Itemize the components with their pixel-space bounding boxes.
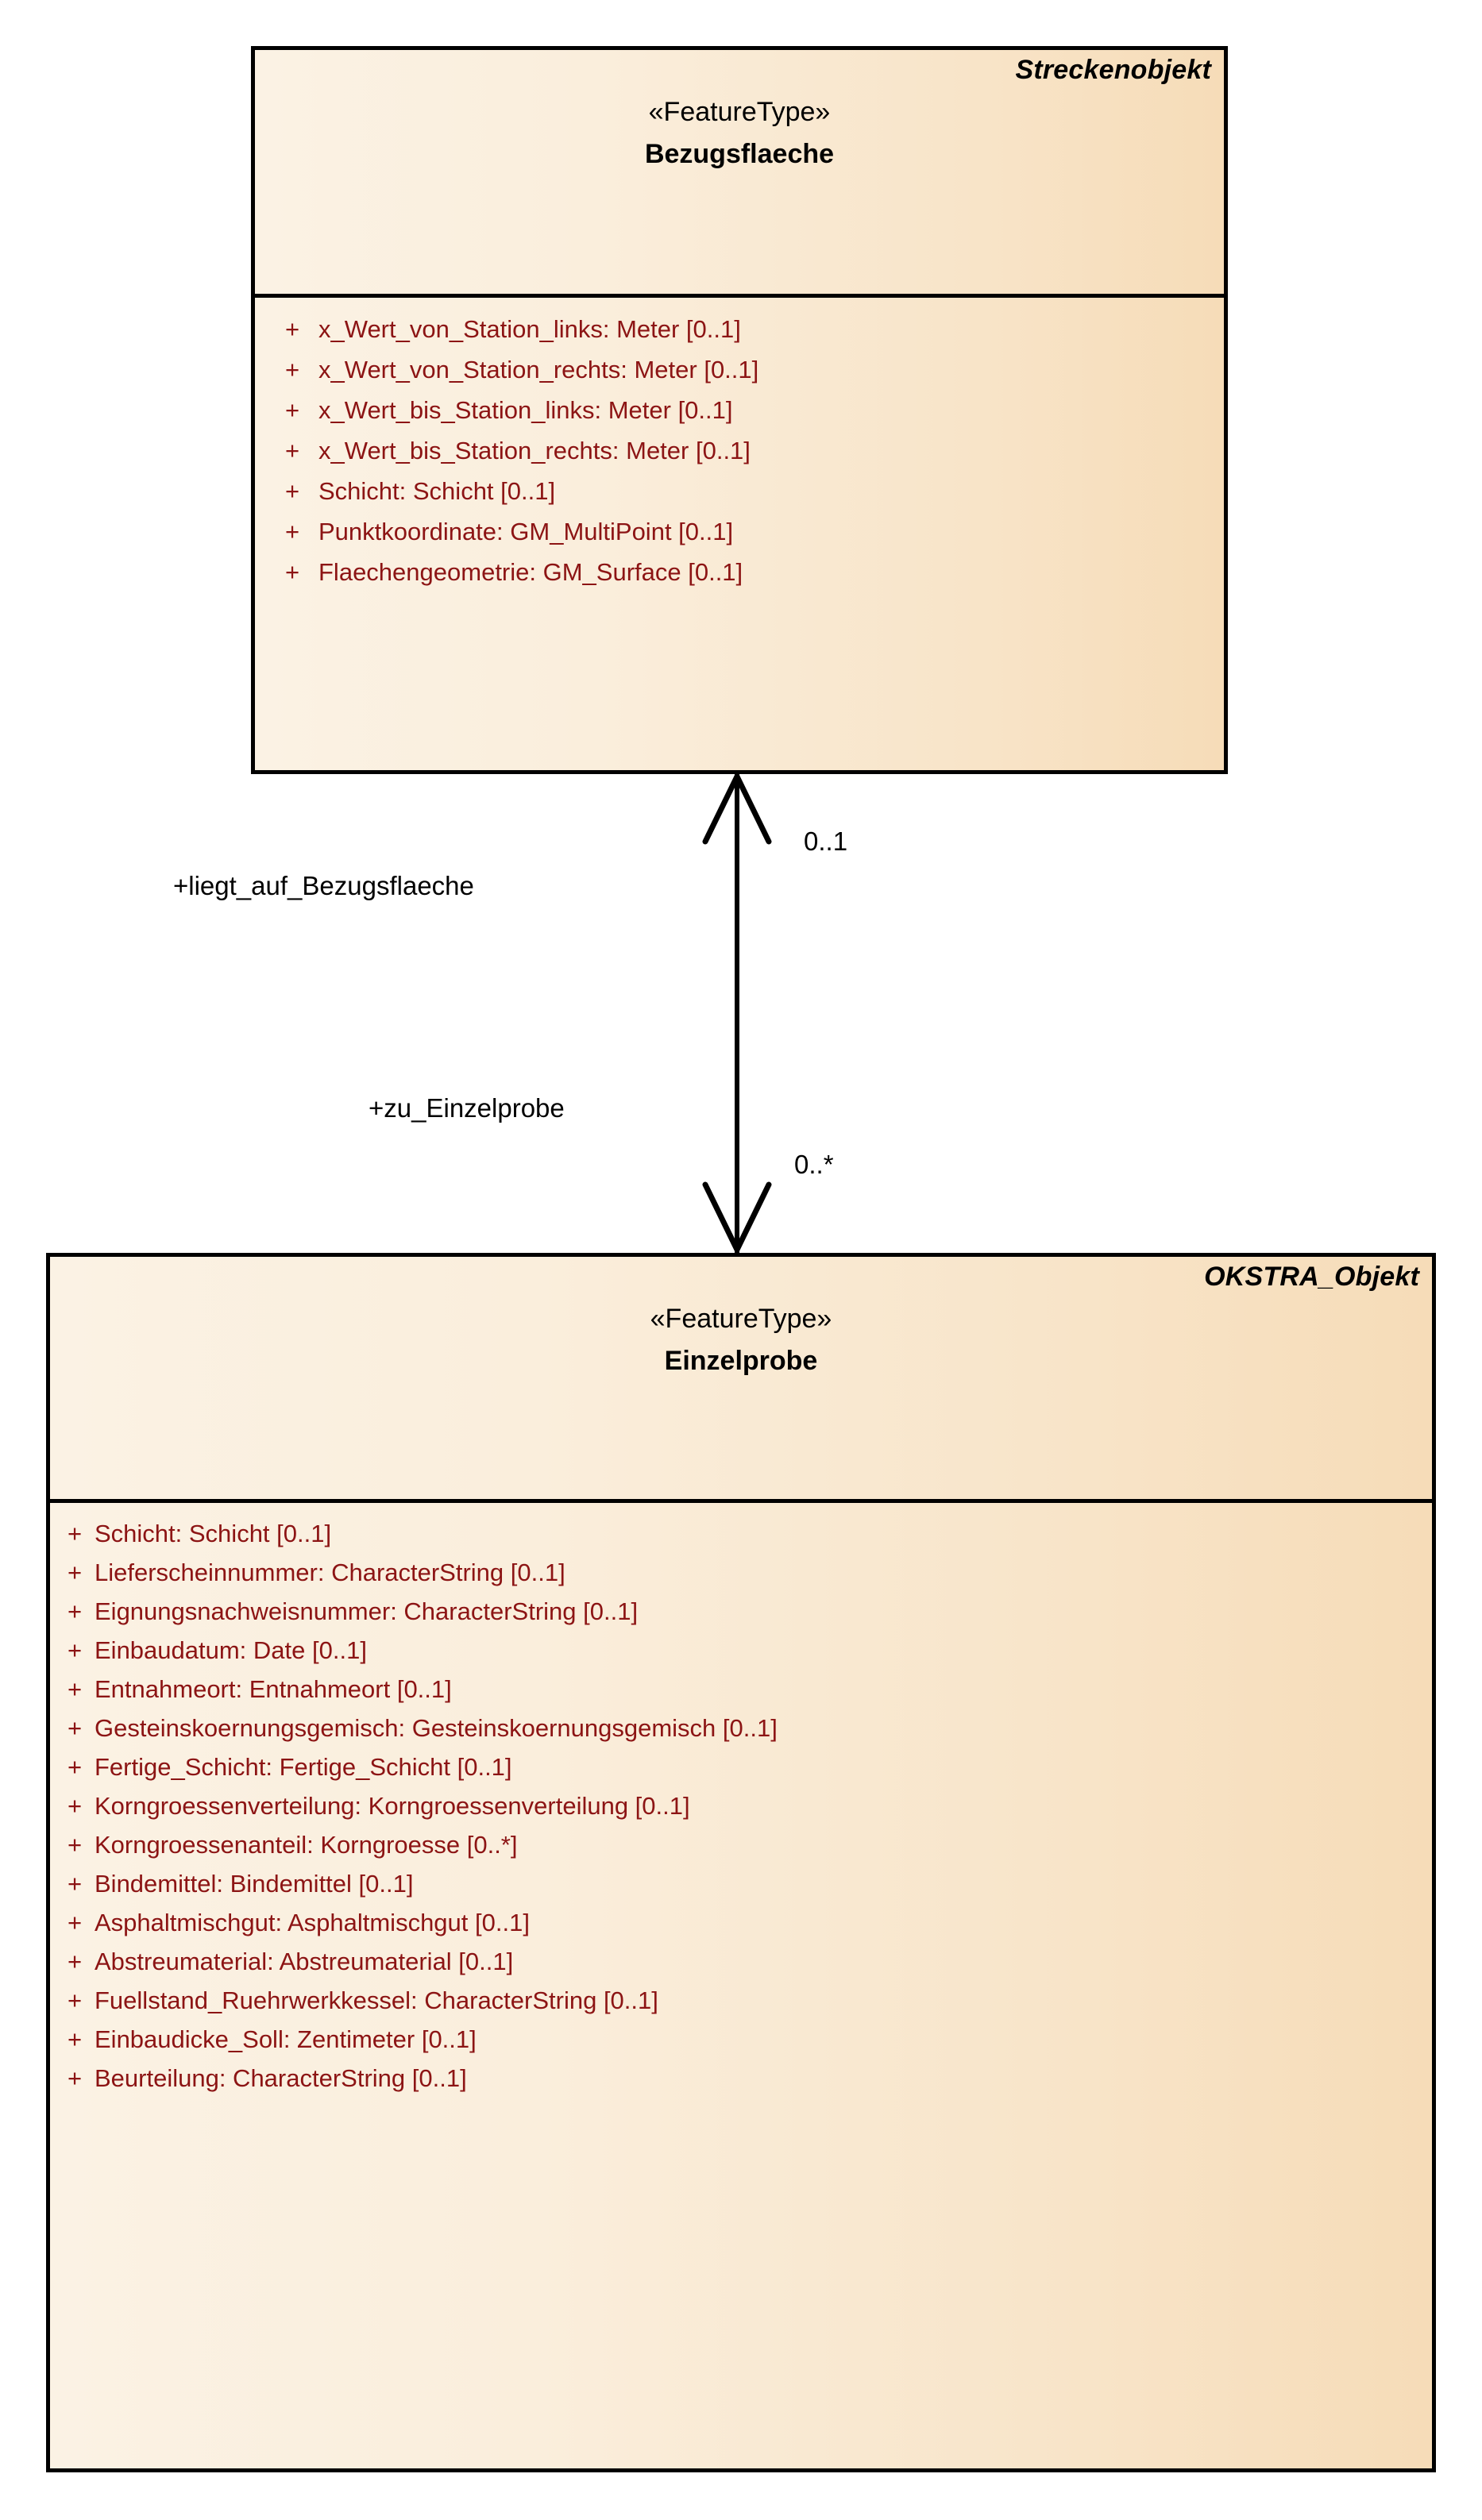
attribute-row: + Punktkoordinate: GM_MultiPoint [0..1]: [266, 511, 1224, 552]
attribute-visibility: +: [67, 2064, 83, 2092]
association-source-multiplicity-label: 0..1: [804, 827, 848, 856]
class-titleblock-bezugsflaeche: «FeatureType» Bezugsflaeche: [255, 50, 1224, 172]
attribute-signature: Einbaudatum: Date [0..1]: [95, 1636, 367, 1664]
class-box-einzelprobe[interactable]: OKSTRA_Objekt «FeatureType» Einzelprobe …: [46, 1253, 1445, 2481]
class-box-bezugsflaeche[interactable]: Streckenobjekt «FeatureType» Bezugsflaec…: [251, 46, 1237, 783]
attribute-row: + Bindemittel: Bindemittel [0..1]: [55, 1864, 1432, 1903]
attribute-row: + Gesteinskoernungsgemisch: Gesteinskoer…: [55, 1709, 1432, 1747]
class-name-bezugsflaeche: Bezugsflaeche: [644, 138, 835, 169]
class-stereotype-einzelprobe: «FeatureType»: [650, 1304, 832, 1334]
association-target-role-label: +zu_Einzelprobe: [369, 1093, 565, 1123]
attribute-signature: Fuellstand_Ruehrwerkkessel: CharacterStr…: [95, 1986, 658, 2014]
attribute-visibility: +: [67, 1909, 83, 1936]
attribute-visibility: +: [67, 1948, 83, 1975]
attribute-signature: x_Wert_von_Station_rechts: Meter [0..1]: [318, 356, 759, 383]
class-header-einzelprobe: OKSTRA_Objekt «FeatureType» Einzelprobe: [50, 1257, 1432, 1499]
attribute-signature: Abstreumaterial: Abstreumaterial [0..1]: [95, 1948, 514, 1975]
attribute-visibility: +: [67, 1559, 83, 1586]
attribute-visibility: +: [67, 1831, 83, 1859]
attribute-row: + Einbaudicke_Soll: Zentimeter [0..1]: [55, 2020, 1432, 2059]
class-stereotype-bezugsflaeche: «FeatureType»: [648, 97, 831, 127]
attribute-row: + x_Wert_von_Station_rechts: Meter [0..1…: [266, 349, 1224, 390]
attribute-visibility: +: [67, 1597, 83, 1625]
attribute-signature: Entnahmeort: Entnahmeort [0..1]: [95, 1675, 452, 1703]
attribute-signature: Bindemittel: Bindemittel [0..1]: [95, 1870, 414, 1898]
attribute-visibility: +: [67, 2025, 83, 2053]
attribute-row: + Einbaudatum: Date [0..1]: [55, 1631, 1432, 1670]
attribute-signature: Korngroessenverteilung: Korngroessenvert…: [95, 1792, 690, 1820]
association-source-role-label: +liegt_auf_Bezugsflaeche: [173, 871, 474, 900]
attribute-signature: Asphaltmischgut: Asphaltmischgut [0..1]: [95, 1909, 530, 1936]
attribute-visibility: +: [67, 1675, 83, 1703]
attribute-signature: Beurteilung: CharacterString [0..1]: [95, 2064, 467, 2092]
class-compartment-divider: [255, 294, 1224, 298]
attribute-row: + x_Wert_bis_Station_rechts: Meter [0..1…: [266, 430, 1224, 471]
attribute-row: + Korngroessenanteil: Korngroesse [0..*]: [55, 1825, 1432, 1864]
attribute-signature: Schicht: Schicht [0..1]: [318, 477, 556, 505]
attribute-row: + x_Wert_von_Station_links: Meter [0..1]: [266, 309, 1224, 349]
attribute-row: + Flaechengeometrie: GM_Surface [0..1]: [266, 552, 1224, 592]
class-compartment-divider: [50, 1499, 1432, 1503]
attribute-visibility: +: [284, 396, 300, 424]
attribute-signature: Schicht: Schicht [0..1]: [95, 1520, 332, 1547]
attribute-signature: Eignungsnachweisnummer: CharacterString …: [95, 1597, 639, 1625]
attribute-signature: Fertige_Schicht: Fertige_Schicht [0..1]: [95, 1753, 512, 1781]
attribute-row: + Asphaltmischgut: Asphaltmischgut [0..1…: [55, 1903, 1432, 1942]
attribute-signature: Einbaudicke_Soll: Zentimeter [0..1]: [95, 2025, 477, 2053]
attribute-visibility: +: [284, 477, 300, 505]
attribute-signature: Punktkoordinate: GM_MultiPoint [0..1]: [318, 518, 734, 545]
attribute-visibility: +: [284, 356, 300, 383]
attribute-row: + Schicht: Schicht [0..1]: [266, 471, 1224, 511]
attribute-signature: Gesteinskoernungsgemisch: Gesteinskoernu…: [95, 1714, 778, 1742]
attribute-visibility: +: [67, 1753, 83, 1781]
attribute-signature: Korngroessenanteil: Korngroesse [0..*]: [95, 1831, 518, 1859]
attribute-row: + Fertige_Schicht: Fertige_Schicht [0..1…: [55, 1747, 1432, 1786]
attribute-row: + Fuellstand_Ruehrwerkkessel: CharacterS…: [55, 1981, 1432, 2020]
attribute-row: + Korngroessenverteilung: Korngroessenve…: [55, 1786, 1432, 1825]
arrowhead-up-icon: [702, 770, 772, 845]
attribute-row: + Eignungsnachweisnummer: CharacterStrin…: [55, 1592, 1432, 1631]
attribute-signature: x_Wert_bis_Station_rechts: Meter [0..1]: [318, 437, 751, 464]
attribute-signature: x_Wert_von_Station_links: Meter [0..1]: [318, 315, 741, 343]
attribute-visibility: +: [67, 1636, 83, 1664]
attribute-visibility: +: [284, 518, 300, 545]
attribute-signature: Lieferscheinnummer: CharacterString [0..…: [95, 1559, 565, 1586]
association-target-multiplicity-label: 0..*: [794, 1150, 834, 1179]
attribute-visibility: +: [67, 1870, 83, 1898]
attribute-visibility: +: [284, 558, 300, 586]
attribute-row: + Beurteilung: CharacterString [0..1]: [55, 2059, 1432, 2098]
attribute-visibility: +: [284, 315, 300, 343]
attribute-visibility: +: [67, 1520, 83, 1547]
attribute-visibility: +: [284, 437, 300, 464]
package-label-einzelprobe: OKSTRA_Objekt: [1204, 1262, 1419, 1292]
attribute-visibility: +: [67, 1986, 83, 2014]
arrowhead-down-icon: [702, 1181, 772, 1256]
class-name-einzelprobe: Einzelprobe: [664, 1345, 818, 1376]
attribute-visibility: +: [67, 1714, 83, 1742]
attribute-row: + Abstreumaterial: Abstreumaterial [0..1…: [55, 1942, 1432, 1981]
attribute-row: + Lieferscheinnummer: CharacterString [0…: [55, 1553, 1432, 1592]
attribute-signature: x_Wert_bis_Station_links: Meter [0..1]: [318, 396, 733, 424]
attribute-list-bezugsflaeche: + x_Wert_von_Station_links: Meter [0..1]…: [255, 298, 1224, 607]
attribute-row: + x_Wert_bis_Station_links: Meter [0..1]: [266, 390, 1224, 430]
class-titleblock-einzelprobe: «FeatureType» Einzelprobe: [50, 1257, 1432, 1379]
attribute-signature: Flaechengeometrie: GM_Surface [0..1]: [318, 558, 743, 586]
package-label-bezugsflaeche: Streckenobjekt: [1015, 55, 1211, 85]
attribute-list-einzelprobe: + Schicht: Schicht [0..1] + Lieferschein…: [50, 1503, 1432, 2112]
attribute-row: + Schicht: Schicht [0..1]: [55, 1514, 1432, 1553]
attribute-row: + Entnahmeort: Entnahmeort [0..1]: [55, 1670, 1432, 1709]
class-header-bezugsflaeche: Streckenobjekt «FeatureType» Bezugsflaec…: [255, 50, 1224, 294]
attribute-visibility: +: [67, 1792, 83, 1820]
